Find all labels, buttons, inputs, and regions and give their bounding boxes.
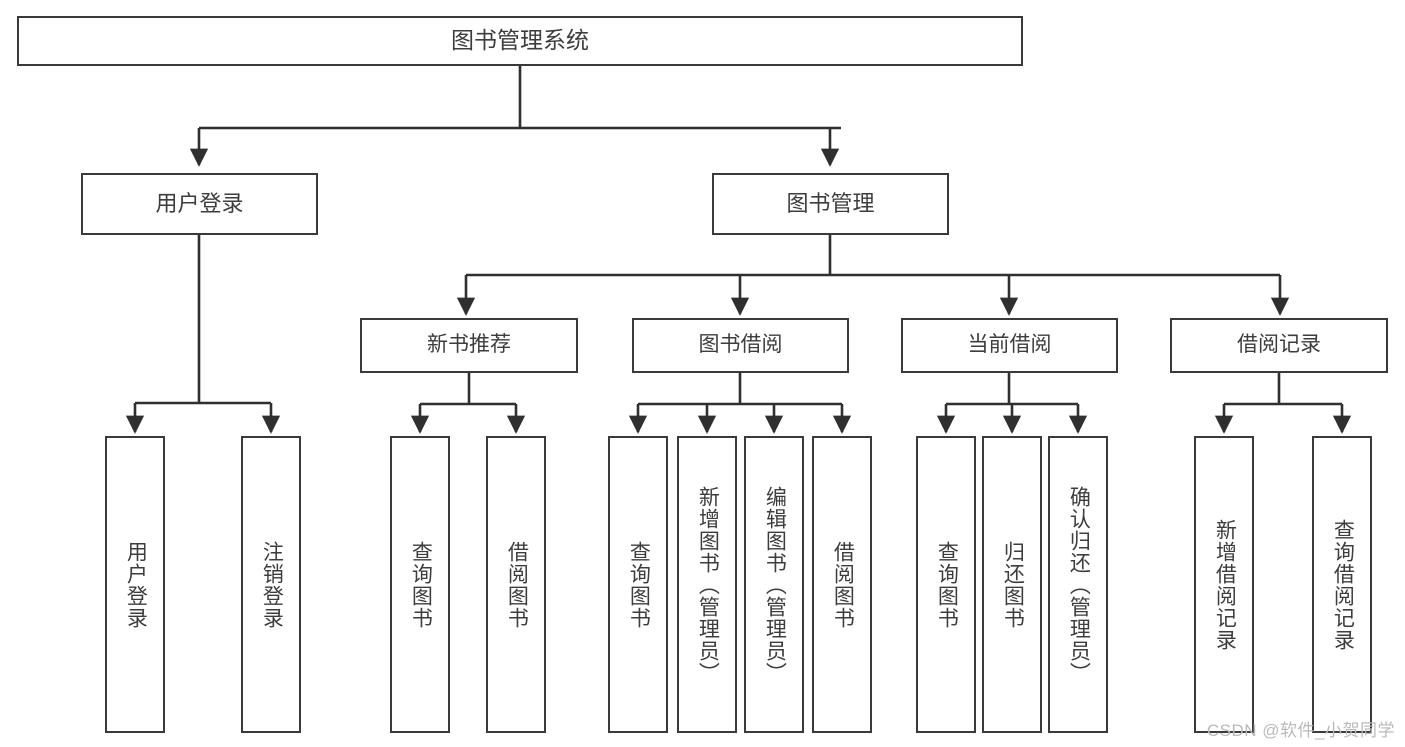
node-label: 查询图书	[409, 540, 433, 629]
node-label: 当前借阅	[967, 333, 1052, 357]
node-label: 新增借阅记录	[1213, 518, 1237, 651]
node-new-book-recommend[interactable]: 新书推荐	[360, 318, 578, 373]
node-label: 查询图书	[627, 540, 651, 629]
node-borrow-record[interactable]: 借阅记录	[1170, 318, 1388, 373]
node-leaf-add-book[interactable]: 新增图书（管理员）	[677, 436, 737, 733]
watermark: CSDN @软件_小贺同学	[1206, 721, 1395, 740]
node-leaf-edit-book[interactable]: 编辑图书（管理员）	[744, 436, 804, 733]
node-leaf-logout-login[interactable]: 注销登录	[241, 436, 301, 733]
node-label: 编辑图书（管理员）	[763, 485, 787, 684]
node-label: 新增图书（管理员）	[696, 485, 720, 684]
node-label: 图书借阅	[698, 333, 783, 357]
node-label: 注销登录	[260, 540, 284, 629]
node-label: 归还图书	[1001, 540, 1025, 629]
node-current-borrow[interactable]: 当前借阅	[901, 318, 1118, 373]
node-label: 查询图书	[935, 540, 959, 629]
node-label: 借阅记录	[1237, 333, 1321, 357]
node-label: 用户登录	[155, 191, 244, 217]
node-label: 借阅图书	[505, 540, 529, 629]
node-label: 借阅图书	[831, 540, 855, 629]
node-label: 新书推荐	[427, 333, 511, 357]
node-label: 图书管理	[786, 191, 875, 217]
node-leaf-borrow-book-recommend[interactable]: 借阅图书	[486, 436, 546, 733]
node-label: 确认归还（管理员）	[1067, 485, 1091, 684]
node-label: 查询借阅记录	[1331, 518, 1355, 651]
node-user-login[interactable]: 用户登录	[81, 173, 318, 235]
node-leaf-query-borrow-record[interactable]: 查询借阅记录	[1312, 436, 1372, 733]
node-leaf-user-login[interactable]: 用户登录	[105, 436, 165, 733]
node-leaf-confirm-return[interactable]: 确认归还（管理员）	[1048, 436, 1108, 733]
node-leaf-query-book-recommend[interactable]: 查询图书	[390, 436, 450, 733]
node-leaf-query-book-current[interactable]: 查询图书	[916, 436, 976, 733]
node-leaf-return-book[interactable]: 归还图书	[982, 436, 1042, 733]
node-leaf-query-book-borrow[interactable]: 查询图书	[608, 436, 668, 733]
node-label: 用户登录	[124, 540, 148, 629]
node-root-book-management-system[interactable]: 图书管理系统	[17, 16, 1023, 66]
node-leaf-add-borrow-record[interactable]: 新增借阅记录	[1194, 436, 1254, 733]
node-label: 图书管理系统	[451, 27, 589, 54]
node-book-borrow[interactable]: 图书借阅	[632, 318, 849, 373]
node-book-management[interactable]: 图书管理	[712, 173, 949, 235]
node-leaf-borrow-book[interactable]: 借阅图书	[812, 436, 872, 733]
